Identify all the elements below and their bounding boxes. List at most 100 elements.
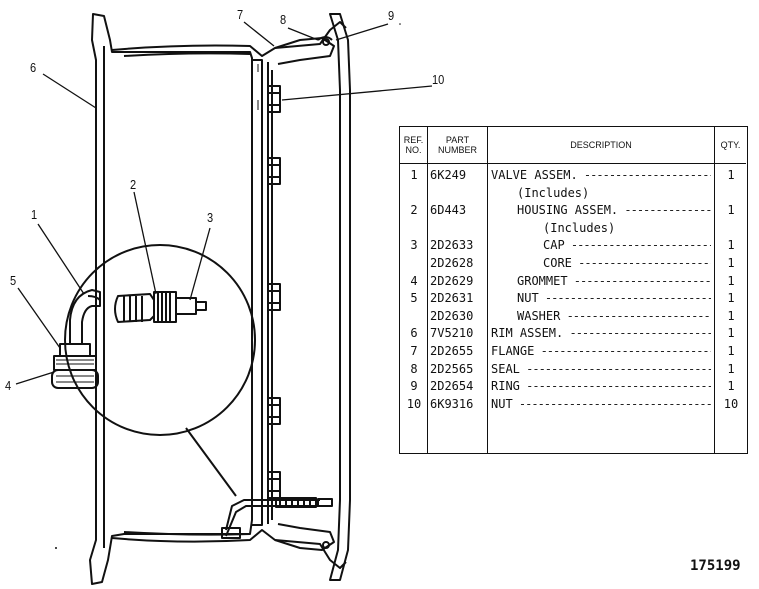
header-description: DESCRIPTION [488,127,714,164]
leader-1 [37,223,85,295]
table-row: 3 2D2633 CAP -----------------------------… [400,237,747,254]
table-row: 2D2628 CORE -----------------------------… [400,255,747,272]
description-text: GROMMET [517,273,568,288]
description: SEAL -----------------------------------… [491,361,711,378]
dot-leader: ---------------------------------------- [624,203,711,218]
description: CAP ------------------------------------… [491,237,711,254]
dot-leader: ---------------------------------------- [570,238,711,253]
callout-6: 6 [30,60,37,75]
dot-leader: ---------------------------------------- [540,344,711,358]
table-row: 4 2D2629 GROMMET -------------------------… [400,273,747,290]
dot-leader: ---------------------------------------- [569,326,711,341]
callout-3: 3 [207,210,214,225]
ref-no: 9 [410,379,418,394]
quantity: 1 [727,168,735,182]
quantity: 1 [727,256,735,270]
quantity: 1 [727,326,735,341]
part-number: 2D2654 [430,379,474,394]
detail-housing [114,293,155,323]
table-row: (Includes) [400,220,747,237]
header-qty: QTY. [715,127,746,164]
ref-no: 3 [410,238,418,253]
leader-9 [335,23,389,41]
leader-6 [42,73,97,109]
callout-8: 8 [280,12,287,27]
callout-1: 1 [31,207,38,222]
part-number: 6D443 [430,203,467,218]
description: (Includes) [491,185,711,202]
dot-leader: ---------------------------------------- [544,291,711,306]
description-text: SEAL [491,361,520,376]
ref-no: 10 [406,396,422,411]
description: HOUSING ASSEM. -------------------------… [491,202,711,219]
callout-2: 2 [130,177,137,192]
header-ref-no: REF. NO. [400,127,427,164]
description: RING -----------------------------------… [491,378,711,395]
leader-2 [133,191,157,295]
rim-bottom-profile [111,529,347,569]
ref-no: 7 [410,344,418,358]
drawing-number: 175199 [690,558,741,574]
part-number: 2D2628 [430,256,474,270]
description-text: NUT [491,396,513,411]
callout-10: 10 [432,72,445,87]
rim-top-profile [111,21,347,57]
rim-web [252,59,263,526]
header-part-number: PART NUMBER [428,127,487,164]
ref-no: 2 [410,203,418,218]
description-text: NUT [517,291,539,306]
ref-no: 4 [410,273,418,288]
quantity: 1 [727,379,735,394]
description-text: HOUSING ASSEM. [517,203,619,218]
dot-leader: ---------------------------------------- [526,361,711,376]
leader-10 [281,85,433,101]
description-text: VALVE ASSEM. [491,168,578,182]
description: GROMMET --------------------------------… [491,273,711,290]
description-text: FLANGE [491,344,535,358]
ref-no: 1 [410,168,418,182]
part-number: 2D2629 [430,273,474,288]
leader-5 [17,287,61,349]
detail-circle [64,244,256,436]
quantity: 10 [723,396,739,411]
description-text: RING [491,379,520,394]
description: VALVE ASSEM. ---------------------------… [491,167,711,184]
callout-7: 7 [237,7,244,22]
callout-5: 5 [10,273,17,288]
table-row: 9 2D2654 RING ----------------------------… [400,378,747,395]
quantity: 1 [727,291,735,306]
dot-leader: ---------------------------------------- [518,396,711,411]
description-text: RIM ASSEM. [491,326,564,341]
dot-leader: ---------------------------------------- [566,308,711,323]
leader-3 [189,227,211,301]
description: CORE -----------------------------------… [491,255,711,272]
description: (Includes) [491,220,711,237]
table-row: 2 6D443 HOUSING ASSEM. -------------------… [400,202,747,219]
leader-4 [15,371,55,385]
quantity: 1 [727,273,735,288]
description-text: CAP [543,238,565,253]
table-row: (Includes) [400,185,747,202]
description: NUT ------------------------------------… [491,290,711,307]
quantity: 1 [727,344,735,358]
callout-9: 9 [388,8,395,23]
description: NUT ------------------------------------… [491,396,711,413]
description-text: (Includes) [517,185,590,200]
description: RIM ASSEM. -----------------------------… [491,325,711,342]
part-number: 2D2633 [430,238,474,253]
dot-leader: ---------------------------------------- [526,379,711,394]
dot-leader: ---------------------------------------- [583,168,711,182]
description-text: (Includes) [543,220,616,235]
dot-leader: ---------------------------------------- [573,273,711,288]
hub-nuts [267,85,281,499]
ref-no: 8 [410,361,418,376]
part-number: 2D2565 [430,361,474,376]
quantity: 1 [727,361,735,376]
ref-no: 5 [410,291,418,306]
description: WASHER ---------------------------------… [491,308,711,325]
